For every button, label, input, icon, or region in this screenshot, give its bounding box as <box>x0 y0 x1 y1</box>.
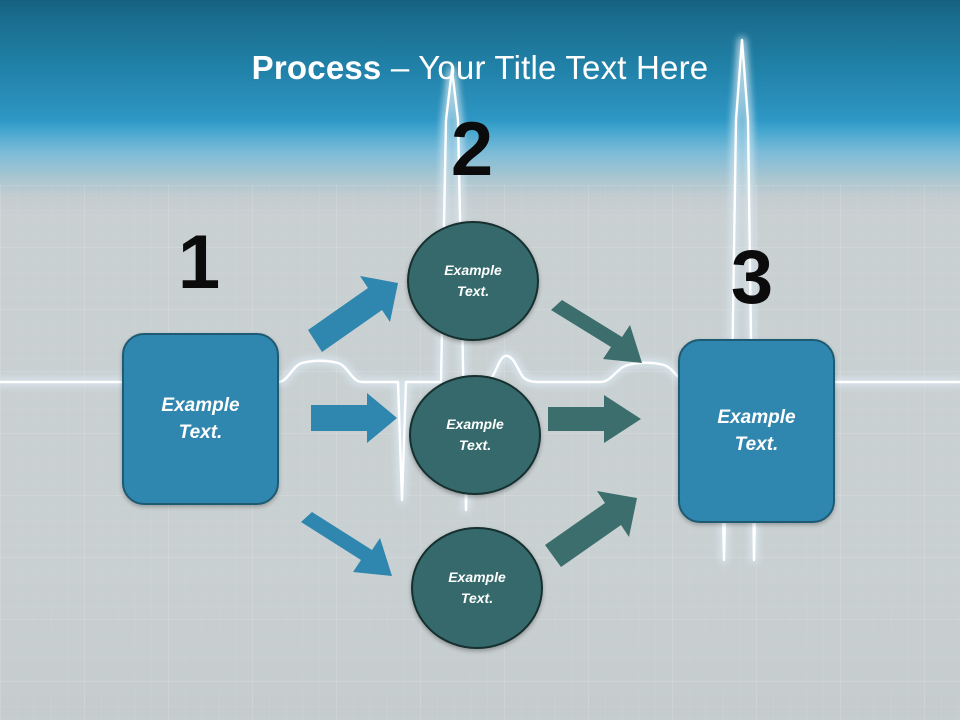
process-circle-1[interactable]: Example Text. <box>407 221 539 341</box>
arrow-in-lower <box>301 512 392 576</box>
process-circle-2[interactable]: Example Text. <box>409 375 541 495</box>
title-separator: – <box>381 49 419 86</box>
slide-title: Process – Your Title Text Here <box>0 48 960 88</box>
process-circle-1-line1: Example <box>444 262 502 278</box>
process-circle-3[interactable]: Example Text. <box>411 527 543 649</box>
process-circle-3-line2: Text. <box>460 590 494 606</box>
process-box-end-line2: Text. <box>734 434 779 455</box>
process-box-start[interactable]: Example Text. <box>122 333 279 505</box>
process-circle-1-line2: Text. <box>456 283 490 299</box>
process-circle-2-line2: Text. <box>458 437 492 453</box>
arrow-out-middle <box>548 395 641 443</box>
process-circle-3-line1: Example <box>448 569 506 585</box>
process-box-start-line1: Example <box>161 395 240 416</box>
process-circle-2-line1: Example <box>446 416 504 432</box>
step-number-3: 3 <box>730 235 774 320</box>
title-light-part: Your Title Text Here <box>418 49 709 86</box>
process-box-end[interactable]: Example Text. <box>678 339 835 523</box>
step-number-2: 2 <box>450 107 494 192</box>
title-strong-part: Process <box>251 49 382 86</box>
arrow-in-middle <box>311 393 397 443</box>
step-number-1: 1 <box>177 220 221 305</box>
arrow-out-upper <box>551 300 642 363</box>
arrow-out-lower <box>545 491 637 567</box>
arrow-in-upper <box>308 276 398 352</box>
process-box-start-line2: Text. <box>178 422 223 443</box>
process-box-end-line1: Example <box>717 407 796 428</box>
